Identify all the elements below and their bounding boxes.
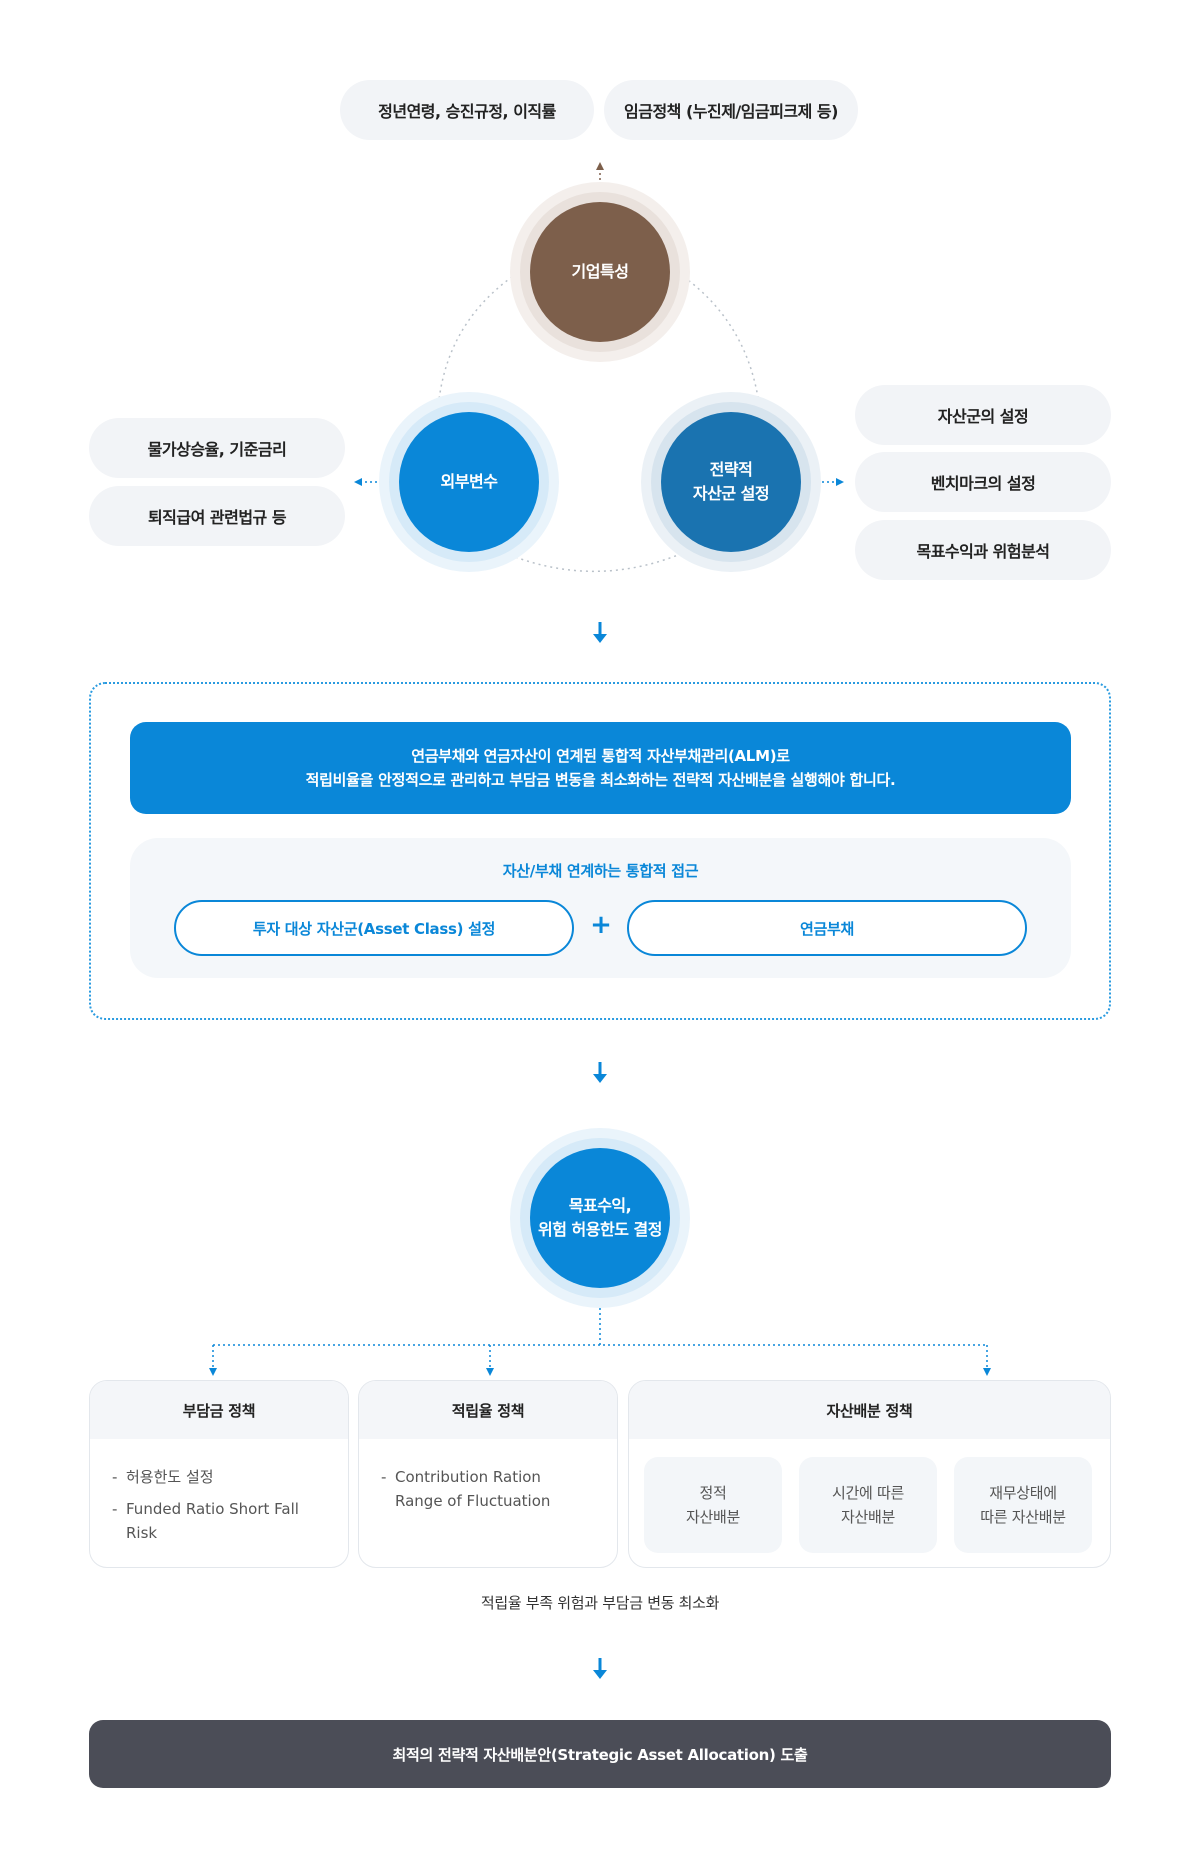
decision-node: 목표수익, 위험 허용한도 결정 bbox=[530, 1148, 670, 1288]
contribution-policy-title: 부담금 정책 bbox=[90, 1381, 348, 1439]
pill-wage-policy: 임금정책 (누진제/임금피크제 등) bbox=[604, 80, 858, 140]
funding-policy-title: 적립율 정책 bbox=[359, 1381, 617, 1439]
pill-retirement-law: 퇴직급여 관련법규 등 bbox=[89, 486, 345, 546]
plus-icon: + bbox=[590, 910, 612, 940]
pension-liability-pill: 연금부채 bbox=[627, 900, 1027, 956]
alm-banner-line1: 연금부채와 연금자산이 연계된 통합적 자산부채관리(ALM)로 bbox=[411, 747, 790, 765]
pill-inflation-rate: 물가상승율, 기준금리 bbox=[89, 418, 345, 478]
funding-policy-card: 적립율 정책 Contribution Ration Range of Fluc… bbox=[358, 1380, 618, 1568]
integrated-approach-title: 자산/부채 연계하는 통합적 접근 bbox=[502, 862, 699, 880]
branch-left-head bbox=[209, 1368, 217, 1376]
arrow-up-head bbox=[596, 162, 604, 170]
contribution-policy-card: 부담금 정책 허용한도 설정 Funded Ratio Short Fall R… bbox=[89, 1380, 349, 1568]
strategic-node: 전략적 자산군 설정 bbox=[661, 412, 801, 552]
sub-box-line: 시간에 따른 bbox=[832, 1484, 904, 1502]
down-arrow-icon bbox=[593, 622, 607, 643]
sub-box-line: 따른 자산배분 bbox=[980, 1508, 1066, 1526]
external-node: 외부변수 bbox=[399, 412, 539, 552]
sub-box-line: 재무상태에 bbox=[989, 1484, 1057, 1502]
sub-box-line: 정적 bbox=[699, 1484, 727, 1502]
final-result-bar: 최적의 전략적 자산배분안(Strategic Asset Allocation… bbox=[89, 1720, 1111, 1788]
sub-box-line: 자산배분 bbox=[840, 1508, 895, 1526]
pill-benchmark-setting: 벤치마크의 설정 bbox=[855, 452, 1111, 512]
down-arrow-icon bbox=[593, 1658, 607, 1679]
allocation-policy-card: 자산배분 정책 정적 자산배분 시간에 따른 자산배분 재무상태에 따른 자산배… bbox=[628, 1380, 1111, 1568]
integrated-approach-box: 자산/부채 연계하는 통합적 접근 투자 대상 자산군(Asset Class)… bbox=[130, 838, 1071, 978]
minimization-caption: 적립율 부족 위험과 부담금 변동 최소화 bbox=[480, 1594, 720, 1612]
funding-policy-list: Contribution Ration Range of Fluctuation bbox=[359, 1439, 617, 1513]
list-item: 허용한도 설정 bbox=[112, 1465, 326, 1489]
down-arrow-icon bbox=[593, 1062, 607, 1083]
alm-banner-line2: 적립비율을 안정적으로 관리하고 부담금 변동을 최소화하는 전략적 자산배분을… bbox=[305, 771, 896, 789]
decision-node-label-1: 목표수익, bbox=[568, 1196, 632, 1215]
corporate-node: 기업특성 bbox=[530, 202, 670, 342]
arrow-left-head bbox=[354, 478, 362, 486]
arc-corporate-strategic bbox=[673, 269, 761, 413]
arc-corporate-external bbox=[437, 269, 523, 411]
contribution-policy-list: 허용한도 설정 Funded Ratio Short Fall Risk bbox=[90, 1439, 348, 1545]
list-item: Funded Ratio Short Fall Risk bbox=[112, 1497, 326, 1545]
arc-external-strategic bbox=[509, 549, 691, 572]
strategic-node-label-1: 전략적 bbox=[709, 460, 753, 479]
alm-section-frame bbox=[89, 682, 1111, 1020]
static-allocation-box: 정적 자산배분 bbox=[644, 1457, 782, 1553]
arrow-right-head bbox=[836, 478, 844, 486]
branch-middle-head bbox=[486, 1368, 494, 1376]
decision-node-label-2: 위험 허용한도 결정 bbox=[538, 1220, 662, 1239]
asset-class-pill: 투자 대상 자산군(Asset Class) 설정 bbox=[174, 900, 574, 956]
sub-box-line: 자산배분 bbox=[685, 1508, 740, 1526]
pill-asset-class-setting: 자산군의 설정 bbox=[855, 385, 1111, 445]
external-node-label: 외부변수 bbox=[440, 472, 498, 491]
time-allocation-box: 시간에 따른 자산배분 bbox=[799, 1457, 937, 1553]
strategic-node-label-2: 자산군 설정 bbox=[692, 484, 770, 503]
alm-banner: 연금부채와 연금자산이 연계된 통합적 자산부채관리(ALM)로 적립비율을 안… bbox=[130, 722, 1071, 814]
corporate-node-label: 기업특성 bbox=[571, 262, 629, 281]
list-item: Contribution Ration Range of Fluctuation bbox=[381, 1465, 595, 1513]
financial-state-allocation-box: 재무상태에 따른 자산배분 bbox=[954, 1457, 1092, 1553]
allocation-policy-title: 자산배분 정책 bbox=[629, 1381, 1110, 1439]
pill-return-risk-analysis: 목표수익과 위험분석 bbox=[855, 520, 1111, 580]
pill-retirement-rules: 정년연령, 승진규정, 이직률 bbox=[340, 80, 594, 140]
branch-right-head bbox=[983, 1368, 991, 1376]
